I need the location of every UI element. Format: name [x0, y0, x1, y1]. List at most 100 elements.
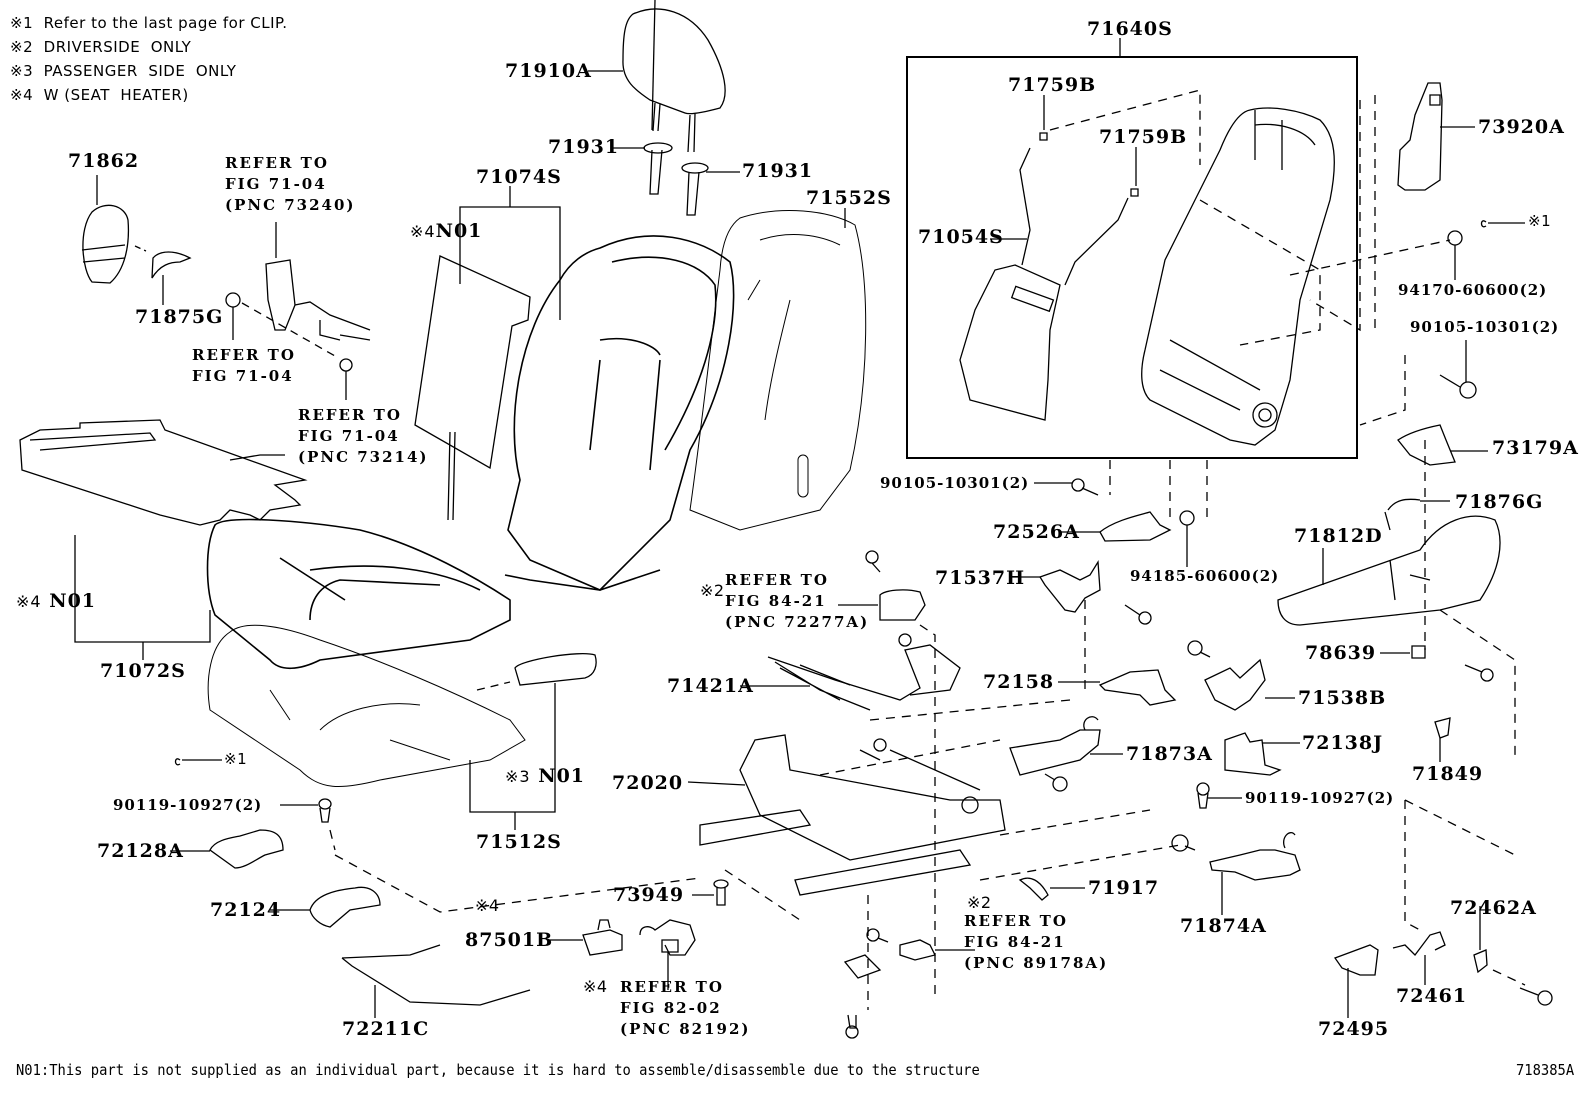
part-label-71874a[interactable]: 71874A [1180, 915, 1267, 937]
dash-rail-left [330, 830, 700, 912]
part-label-72462a[interactable]: 72462A [1450, 897, 1537, 919]
part-label-94185-60600[interactable]: 94185-60600(2) [1130, 567, 1280, 585]
part-label-72461[interactable]: 72461 [1396, 985, 1468, 1007]
part-label-71640s[interactable]: 71640S [1087, 18, 1173, 40]
bracket-71072s [75, 535, 210, 642]
cover-73179a [1398, 425, 1455, 465]
part-label-71072s[interactable]: 71072S [100, 660, 186, 682]
reference-fig-71-04[interactable]: REFER TO FIG 71-04 [192, 346, 296, 385]
footer-n01-note: N01:This part is not supplied as an indi… [16, 1061, 980, 1079]
note-4: ※4 W (SEAT HEATER) [10, 88, 189, 103]
note-2-mark: ※2 [10, 38, 34, 56]
note-2-text: DRIVERSIDE ONLY [43, 38, 192, 56]
part-label-71931-a[interactable]: 71931 [548, 136, 620, 158]
nut-94185 [1180, 511, 1194, 525]
pin-73949 [714, 880, 728, 905]
nut-7104 [226, 293, 240, 307]
part-label-94170-60600[interactable]: 94170-60600(2) [1398, 281, 1548, 299]
dash-94185 [1170, 460, 1207, 522]
bracket-71873a [1010, 730, 1100, 775]
part-label-90105-10301-right[interactable]: 90105-10301(2) [1410, 318, 1560, 336]
part-label-71876g[interactable]: 71876G [1455, 491, 1544, 513]
clip-71849 [1435, 718, 1450, 738]
motor-71874a [1210, 833, 1300, 880]
part-label-72128a[interactable]: 72128A [97, 840, 184, 862]
cover-72526a [1100, 512, 1170, 541]
leader-72020 [688, 782, 745, 785]
part-label-71538b[interactable]: 71538B [1298, 687, 1387, 709]
part-label-72526a[interactable]: 72526A [993, 521, 1080, 543]
dash-73949 [725, 870, 800, 920]
lumbar-71054s [960, 148, 1128, 420]
part-label-90105-10301-center[interactable]: 90105-10301(2) [880, 474, 1030, 492]
clip-71875g [152, 252, 190, 278]
part-label-71421a[interactable]: 71421A [667, 675, 754, 697]
part-label-71917[interactable]: 71917 [1088, 877, 1160, 899]
part-label-71849[interactable]: 71849 [1412, 763, 1484, 785]
plate-bottom [845, 955, 880, 978]
clip-71759b-a [1040, 133, 1047, 140]
note-2: ※2 DRIVERSIDE ONLY [10, 40, 191, 55]
bracket-71512s [470, 683, 555, 812]
washer-73214 [340, 359, 352, 371]
seat-spring-71421a [768, 634, 960, 710]
clip-78639 [1412, 646, 1425, 658]
part-label-71931-b[interactable]: 71931 [742, 160, 814, 182]
part-label-71910a[interactable]: 71910A [505, 60, 592, 82]
headrest-support-a [644, 143, 672, 194]
part-label-71074s[interactable]: 71074S [476, 166, 562, 188]
part-label-72124[interactable]: 72124 [210, 899, 282, 921]
screw-71873a [1045, 774, 1067, 791]
part-label-71759b-a[interactable]: 71759B [1008, 74, 1097, 96]
part-label-72138j[interactable]: 72138J [1302, 732, 1384, 754]
reference-pnc-73214[interactable]: REFER TO FIG 71-04 (PNC 73214) [298, 406, 429, 466]
harness-82192 [640, 920, 695, 955]
bracket-71537h [1040, 562, 1100, 612]
reference-pnc-73240[interactable]: REFER TO FIG 71-04 (PNC 73240) [225, 154, 356, 214]
switch-87501b [583, 920, 622, 955]
part-label-71862[interactable]: 71862 [68, 150, 140, 172]
bracket-72138j [1225, 733, 1280, 775]
reference-text: REFER TO FIG 84-21 (PNC 72277A) [725, 571, 870, 631]
part-label-71873a[interactable]: 71873A [1126, 743, 1213, 765]
seatback-cover-drawing [505, 236, 734, 590]
dash-71812d [1425, 440, 1515, 760]
part-label-71537h[interactable]: 71537H [935, 567, 1026, 589]
driverside-mark: ※2 [700, 581, 725, 600]
heater-mark: ※4 [583, 977, 608, 996]
seatback-frame-drawing [1142, 108, 1335, 445]
note-4-mark: ※4 [10, 86, 34, 104]
part-label-78639[interactable]: 78639 [1305, 642, 1377, 664]
dash-90105-right [1360, 355, 1405, 425]
cap-72462a [1474, 950, 1487, 972]
bolt-71538b [1188, 641, 1210, 657]
n01-code: N01 [538, 765, 586, 787]
part-label-73949[interactable]: 73949 [613, 884, 685, 906]
dash-frame [820, 700, 1180, 880]
cover-72124 [310, 887, 380, 927]
part-label-73920a[interactable]: 73920A [1478, 116, 1565, 138]
part-label-72211c[interactable]: 72211C [342, 1018, 430, 1040]
part-label-90119-10927-left[interactable]: 90119-10927(2) [113, 796, 263, 814]
callout-87501b-mark: ※4 [475, 896, 500, 915]
part-label-87501b[interactable]: 87501B [465, 929, 554, 951]
part-label-71512s[interactable]: 71512S [476, 831, 562, 853]
bolt-72277a [866, 551, 880, 572]
part-label-72020[interactable]: 72020 [612, 772, 684, 794]
cover-72495 [1335, 945, 1378, 975]
part-label-71875g[interactable]: 71875G [135, 306, 224, 328]
part-label-90119-10927-right[interactable]: 90119-10927(2) [1245, 789, 1395, 807]
part-label-71759b-b[interactable]: 71759B [1099, 126, 1188, 148]
dash-vertical-center [920, 625, 935, 1000]
part-label-71054s[interactable]: 71054S [918, 226, 1004, 248]
part-label-73179a[interactable]: 73179A [1492, 437, 1579, 459]
part-label-71812d[interactable]: 71812D [1294, 525, 1383, 547]
part-label-72158[interactable]: 72158 [983, 671, 1055, 693]
part-label-72495[interactable]: 72495 [1318, 1018, 1390, 1040]
callout-n01-passenger: ※3 N01 [505, 767, 585, 786]
bolt-bottom [846, 1015, 858, 1038]
heater-wire-back [448, 432, 455, 520]
headrest-drawing [623, 0, 725, 152]
part-label-71552s[interactable]: 71552S [806, 187, 892, 209]
